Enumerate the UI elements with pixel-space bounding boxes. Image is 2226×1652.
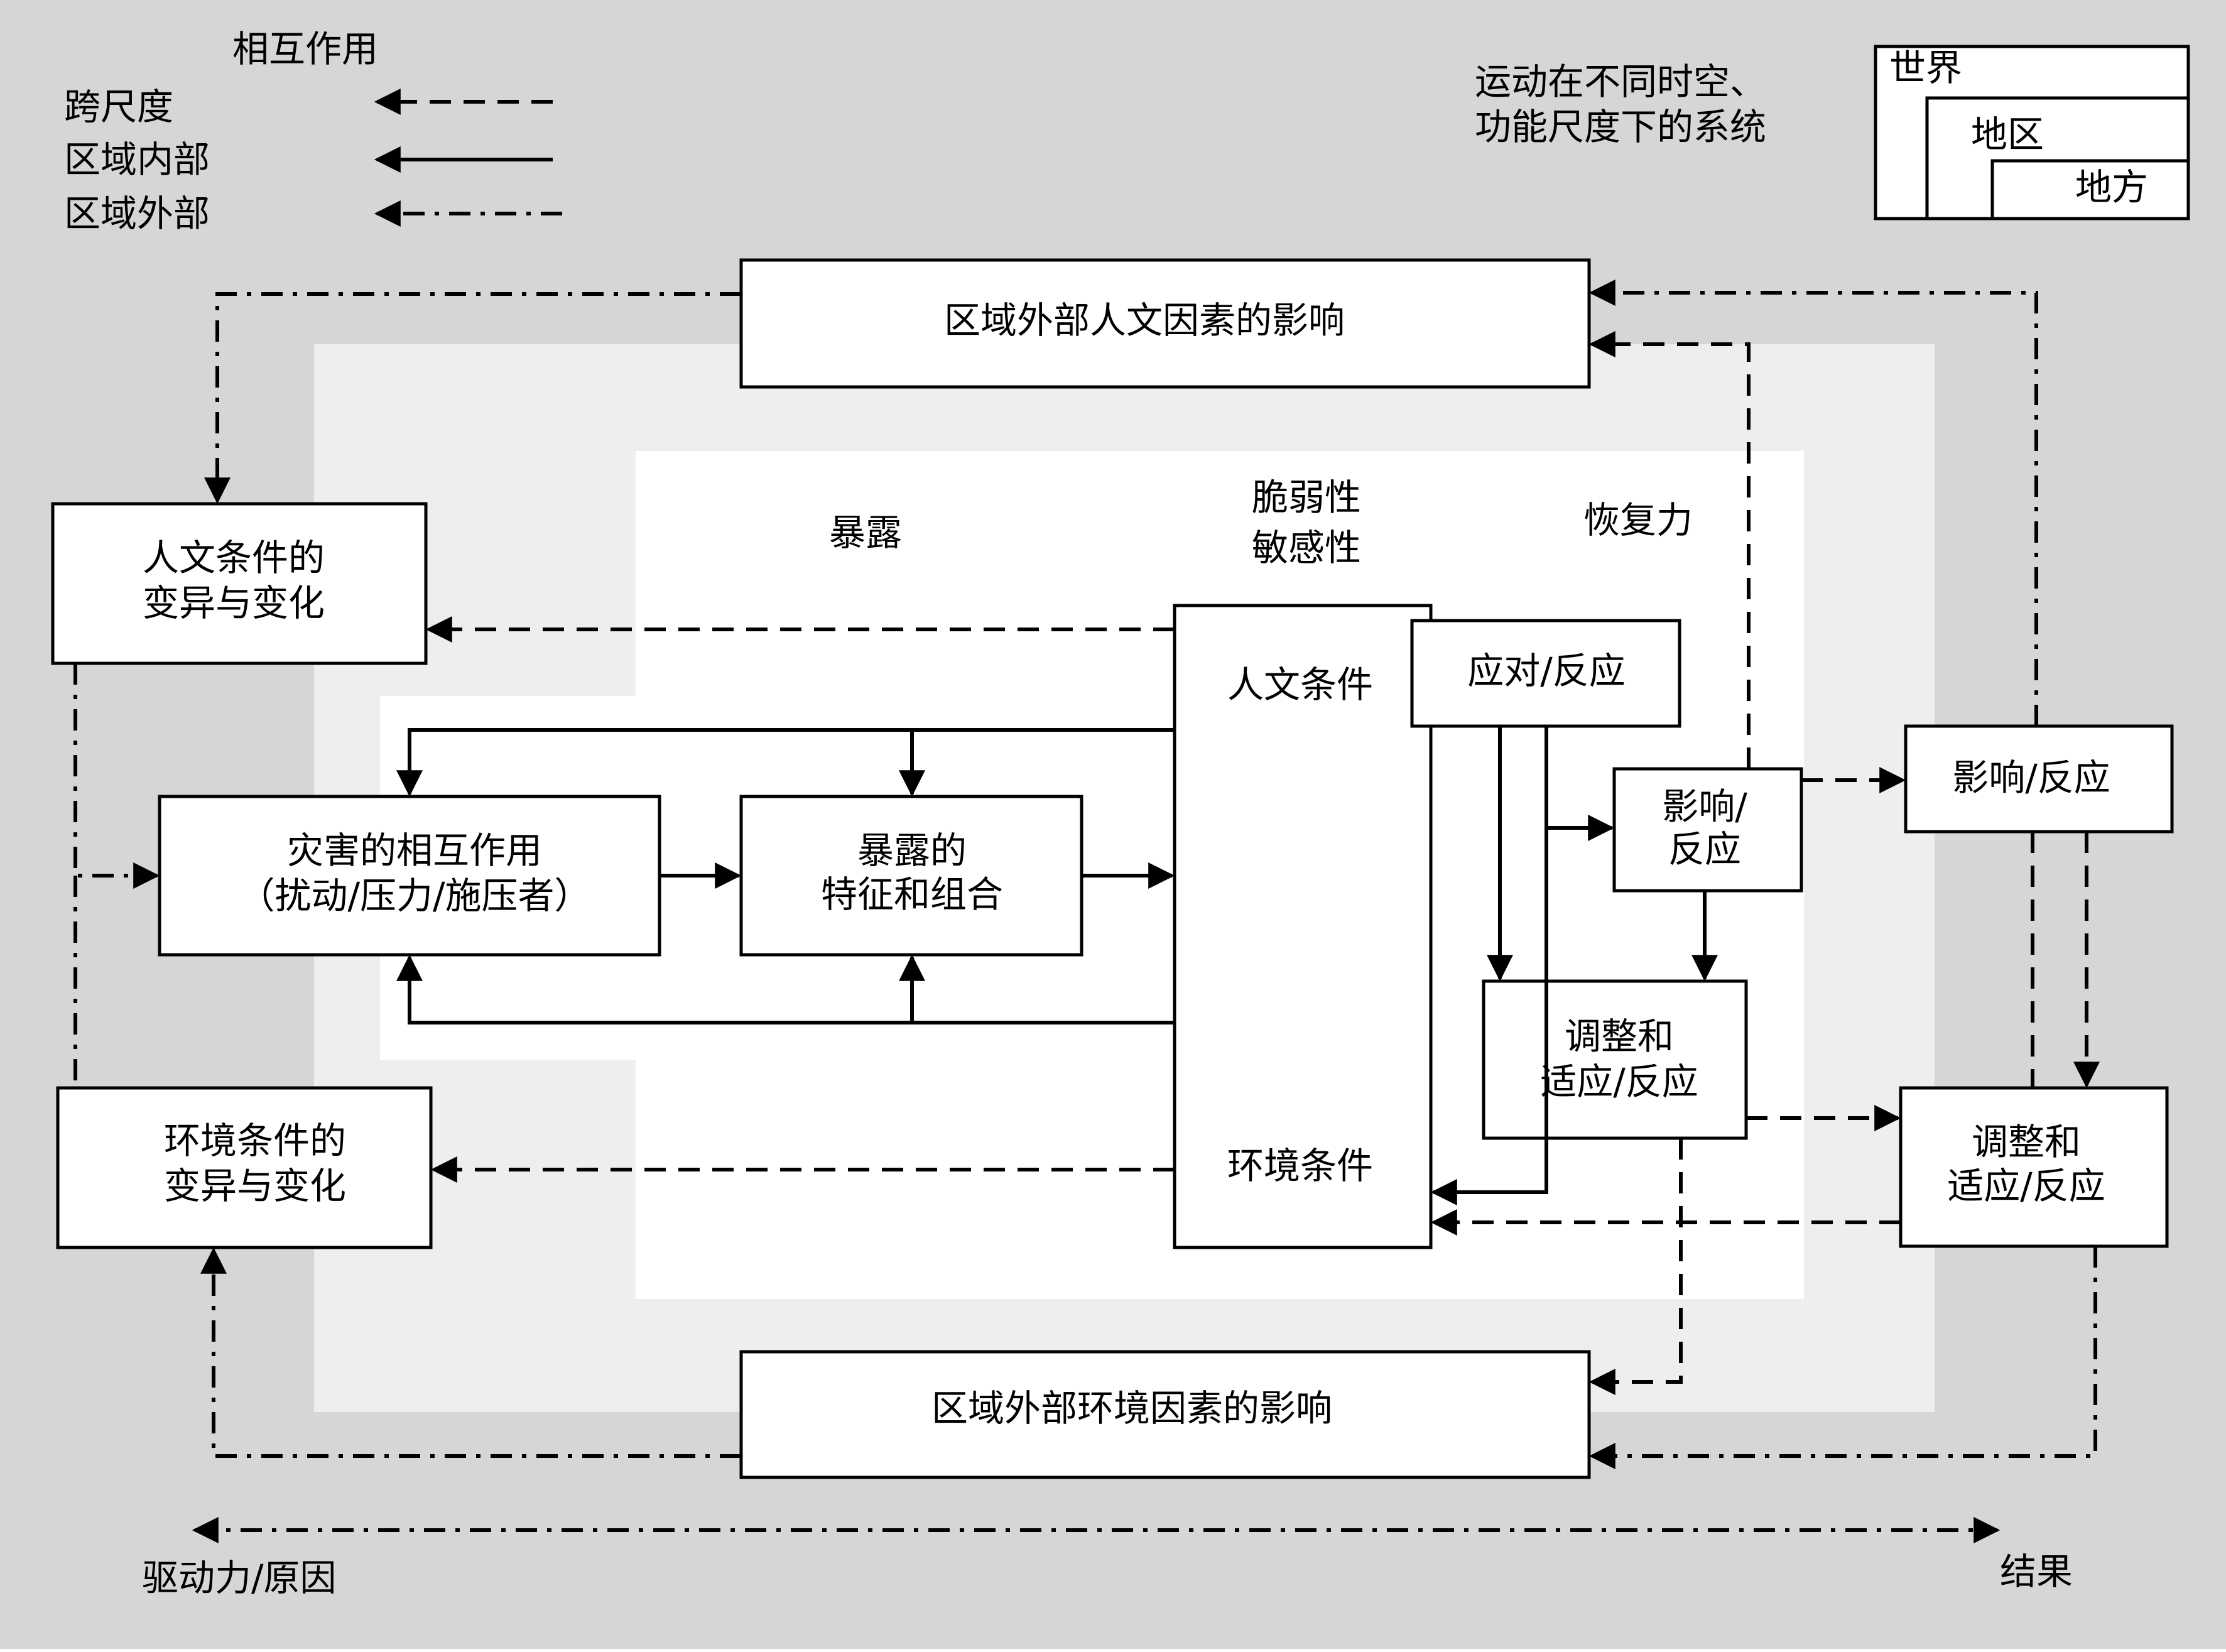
region-scale-label: 地区 [1971,113,2044,156]
cross-scale-connectors [425,331,2100,1395]
sensitivity-heading: 敏感性 [1252,526,1361,569]
exposure-heading: 暴露 [829,511,902,554]
conditions-human-label: 人文条件 [1227,663,1373,706]
adjust-outer-line2: 适应/反应 [1947,1165,2105,1207]
vulnerability-heading: 脆弱性 [1252,476,1361,519]
env-change-line1: 环境条件的 [164,1119,346,1162]
human-change-line2: 变异与变化 [143,582,325,624]
impact-inner-line1: 影响/ [1662,785,1747,828]
intra-regional-connectors [396,726,1718,1205]
world-scale-label: 世界 [1889,46,1962,89]
adjust-outer-line1: 调整和 [1972,1121,2081,1163]
scale-note-line2: 功能尺度下的系统 [1475,106,1766,148]
external-env-box [739,1350,1591,1479]
conditions-box [1173,604,1433,1249]
exposure-box-line2: 特征和组合 [821,873,1003,916]
coping-label: 应对/反应 [1467,649,1626,692]
human-change-line1: 人文条件的 [143,536,325,579]
exposure-box [739,795,1083,957]
legend-title: 相互作用 [232,28,378,70]
external-env-label: 区域外部环境因素的影响 [931,1387,1332,1430]
axis-left-label: 驱动力/原因 [142,1557,337,1599]
impact-outer-label: 影响/反应 [1952,756,2110,799]
scale-note-line1: 运动在不同时空、 [1475,60,1766,103]
legend-label-cross-scale: 跨尺度 [64,85,173,128]
extra-regional-connectors [73,280,2097,1543]
impact-inner-line2: 反应 [1668,828,1741,871]
legend-label-intra-regional: 区域内部 [64,138,210,181]
adjust-inner-box [1482,979,1748,1140]
coping-box [1410,619,1681,728]
hazard-line1: 灾害的相互作用 [287,829,542,872]
external-human-box [739,258,1591,389]
env-change-line2: 变异与变化 [164,1165,346,1207]
exposure-box-line1: 暴露的 [857,829,967,872]
axis-right-label: 结果 [2000,1550,2073,1593]
conditions-env-label: 环境条件 [1227,1144,1373,1187]
legend-label-extra-regional: 区域外部 [64,192,210,235]
hazard-line2: （扰动/压力/施压者） [238,874,590,917]
adjust-inner-line2: 适应/反应 [1540,1060,1698,1103]
resilience-heading: 恢复力 [1583,499,1693,541]
adjust-inner-line1: 调整和 [1565,1015,1674,1058]
local-scale-box [1990,159,2190,220]
external-human-label: 区域外部人文因素的影响 [944,299,1345,342]
human-change-box [51,502,428,665]
hazard-box [158,795,661,957]
impact-inner-box [1612,767,1803,893]
local-scale-label: 地方 [2075,166,2148,209]
env-change-box [56,1086,433,1249]
impact-outer-box [1904,724,2174,834]
